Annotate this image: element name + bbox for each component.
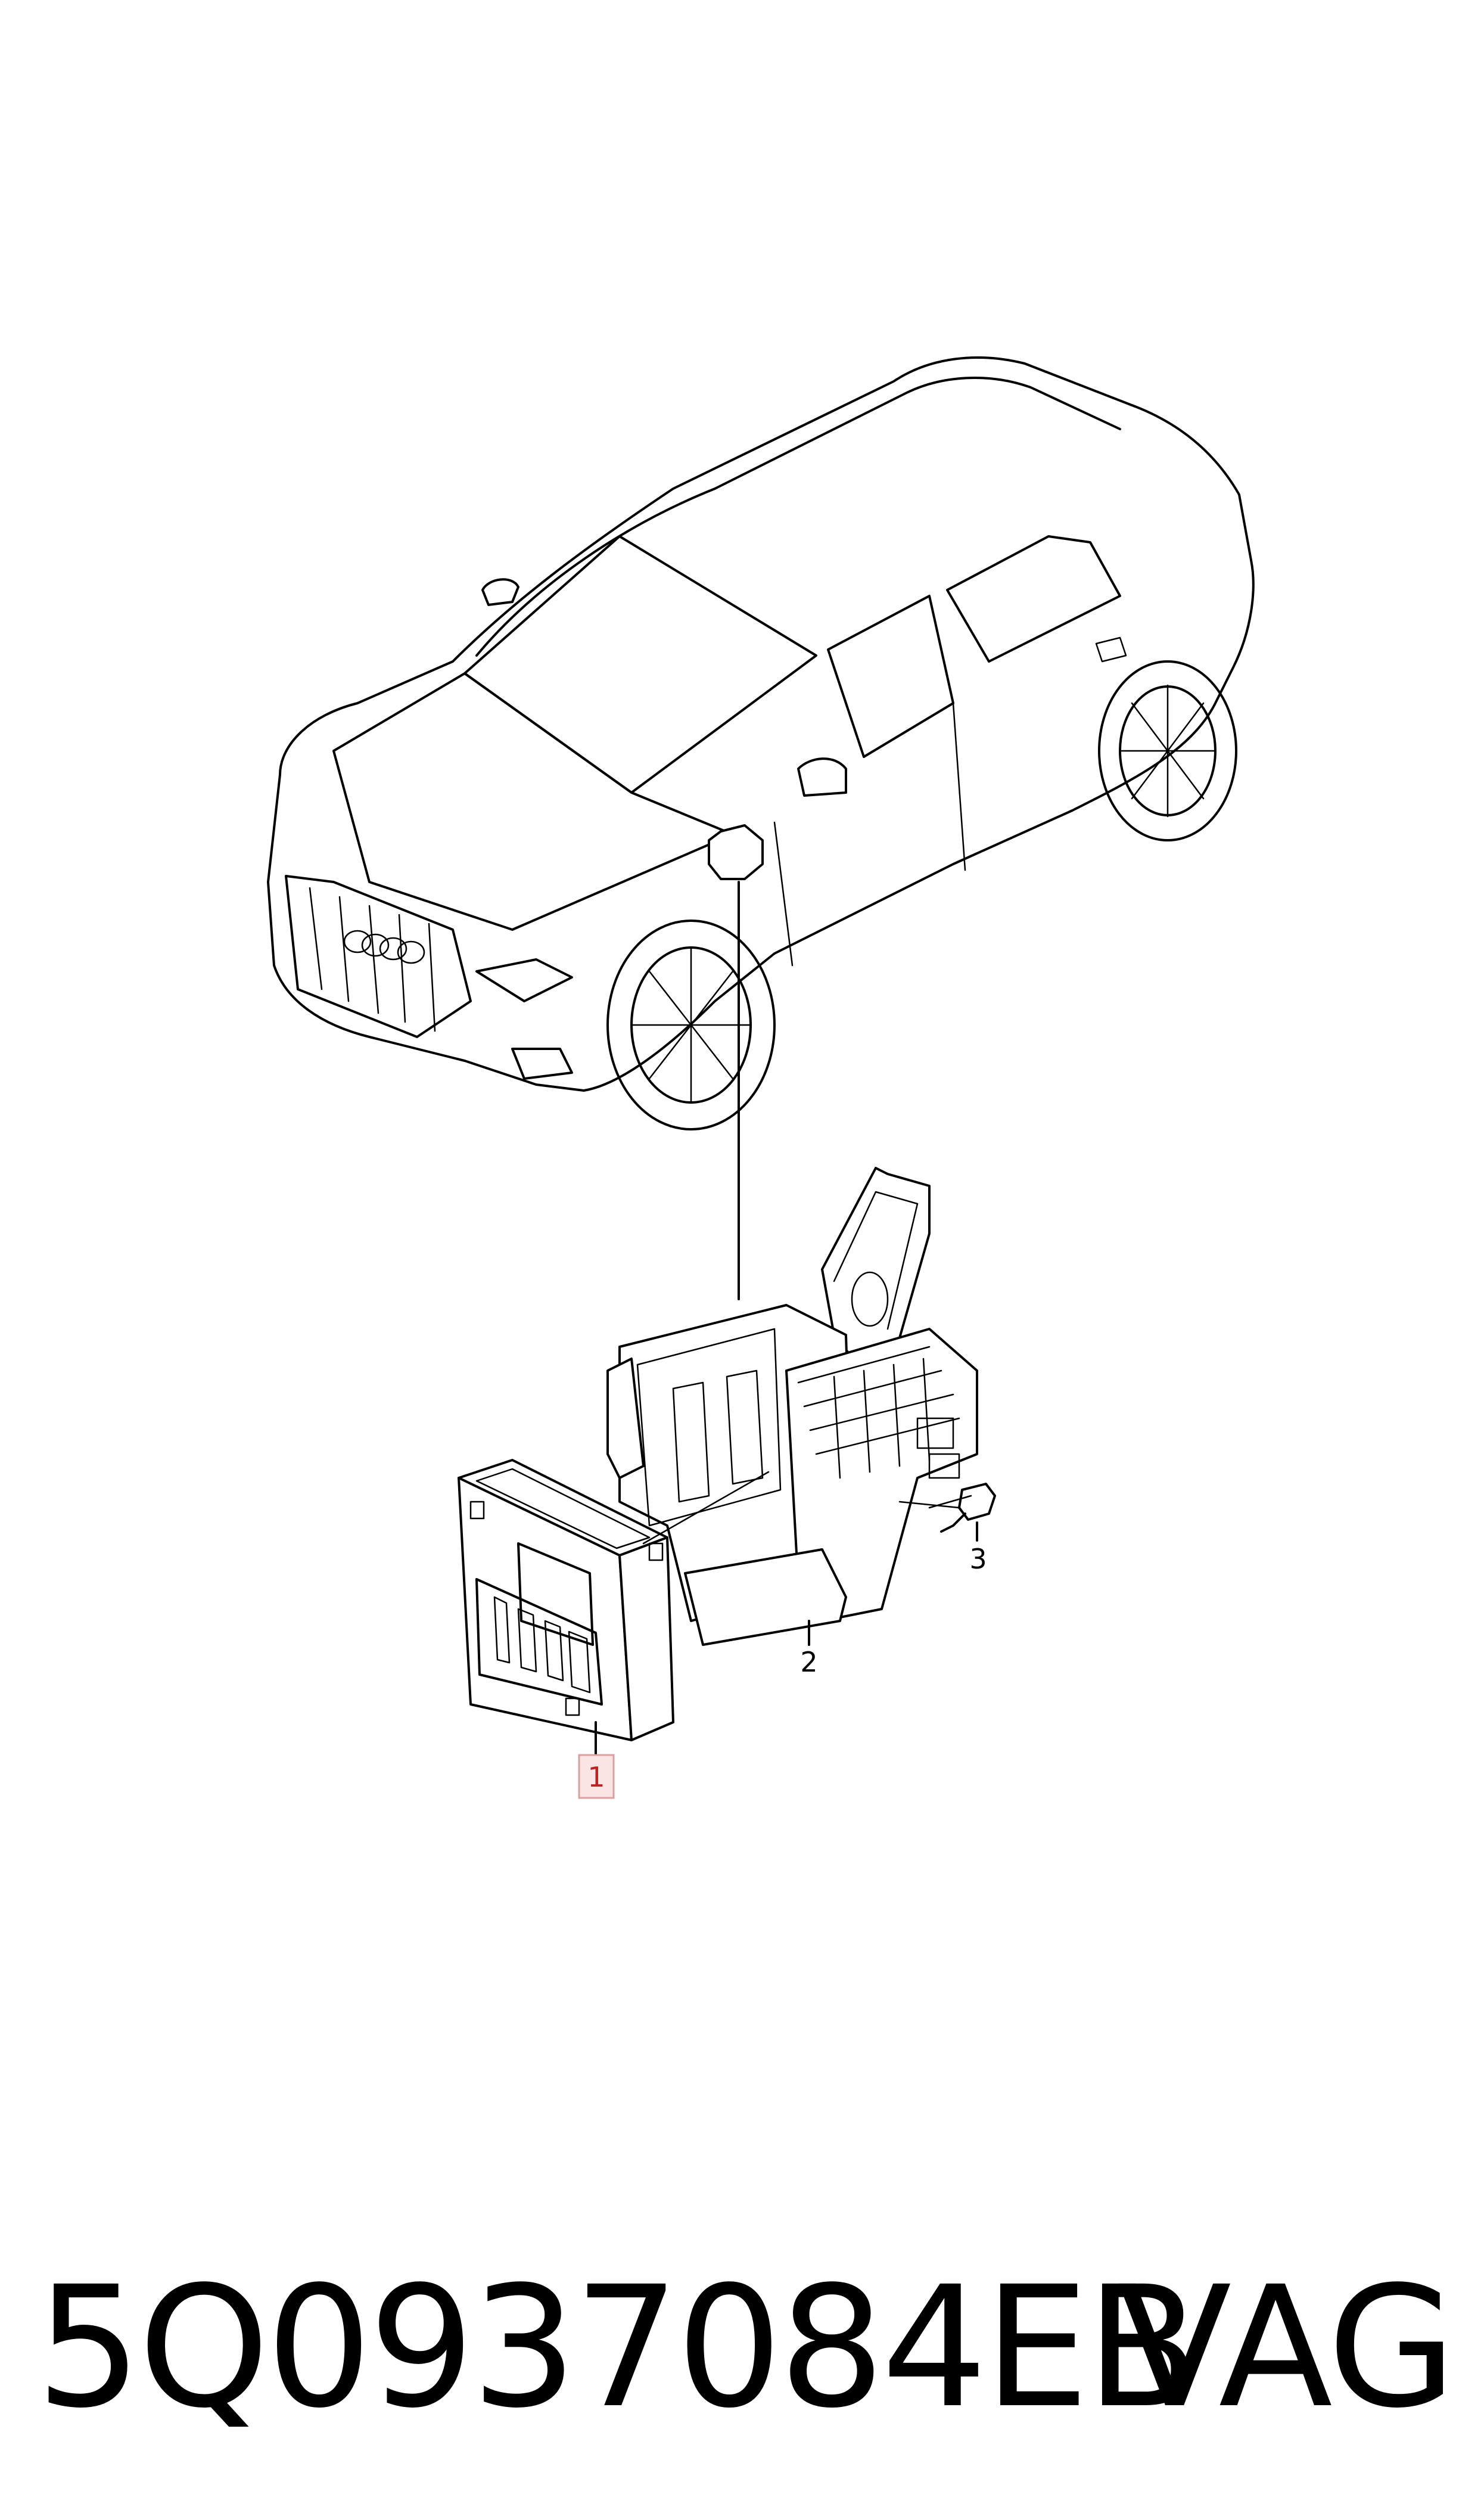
car-rear-mirror xyxy=(481,578,519,606)
bracket-clip xyxy=(916,1417,954,1449)
control-module xyxy=(458,1459,674,1741)
car-side-window-front xyxy=(827,595,954,758)
module-label-plate xyxy=(517,1542,594,1646)
car-windshield xyxy=(463,535,817,794)
car-rear-wheel xyxy=(1098,660,1237,841)
part-number: 5Q0937084EB xyxy=(36,2251,1200,2445)
callout-1-label: 1 xyxy=(587,1761,605,1793)
leader-line-screw xyxy=(898,1501,960,1509)
module-tab xyxy=(469,1501,485,1520)
leader-line-module xyxy=(642,1471,770,1545)
exploded-parts-diagram: 1 2 3 xyxy=(267,356,1255,1799)
car-hood xyxy=(332,672,734,931)
car-tail-light xyxy=(1095,636,1127,663)
car-side-window-rear xyxy=(946,535,1121,663)
car-door-line xyxy=(773,702,966,967)
car-fog-light xyxy=(511,1048,573,1080)
bracket-bottom-rail xyxy=(684,1548,847,1646)
screw xyxy=(928,1483,996,1533)
callout-2-label: 2 xyxy=(800,1646,817,1678)
car-body-outline xyxy=(267,356,1255,1092)
car-illustration xyxy=(267,356,1255,1130)
callout-3-label: 3 xyxy=(969,1543,987,1575)
car-headlight xyxy=(475,958,573,1002)
car-front-wheel xyxy=(606,920,776,1130)
bracket-clip xyxy=(928,1453,960,1479)
car-side-mirror xyxy=(797,757,847,797)
module-tab xyxy=(565,1697,580,1716)
module-tab xyxy=(648,1542,664,1561)
mounting-bracket xyxy=(606,1167,978,1646)
callout-1-highlight-box xyxy=(578,1754,615,1799)
car-front-grille xyxy=(285,875,472,1038)
brand-label: VAG xyxy=(1117,2251,1457,2445)
footer: 5Q0937084EB VAG xyxy=(0,2247,1484,2449)
bracket-side-flange xyxy=(606,1358,645,1479)
module-location-marker-icon xyxy=(708,824,764,880)
module-connectors xyxy=(475,1578,603,1706)
car-roof-line xyxy=(475,377,1121,657)
